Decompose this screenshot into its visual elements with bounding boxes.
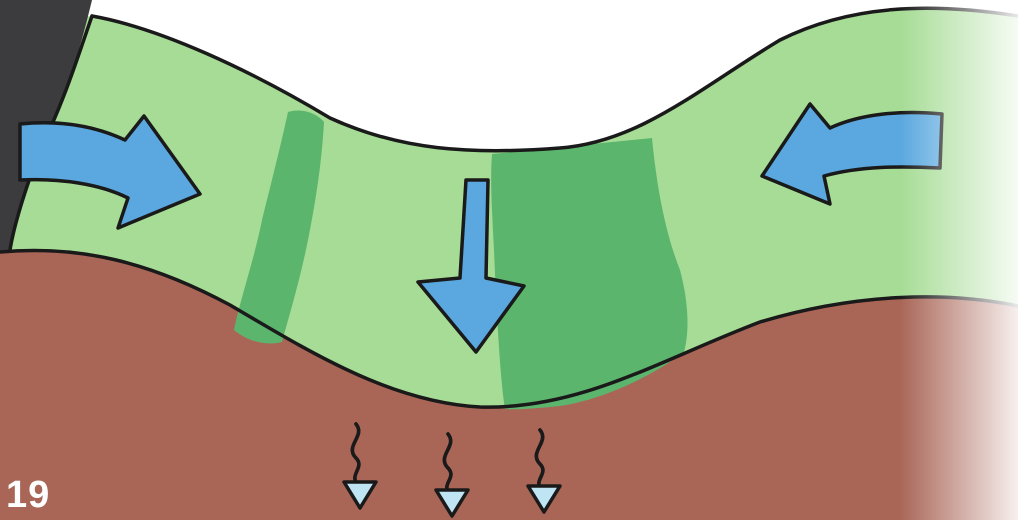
scan-edge-fade [900, 0, 1018, 520]
figure-number: 19 [6, 474, 50, 517]
